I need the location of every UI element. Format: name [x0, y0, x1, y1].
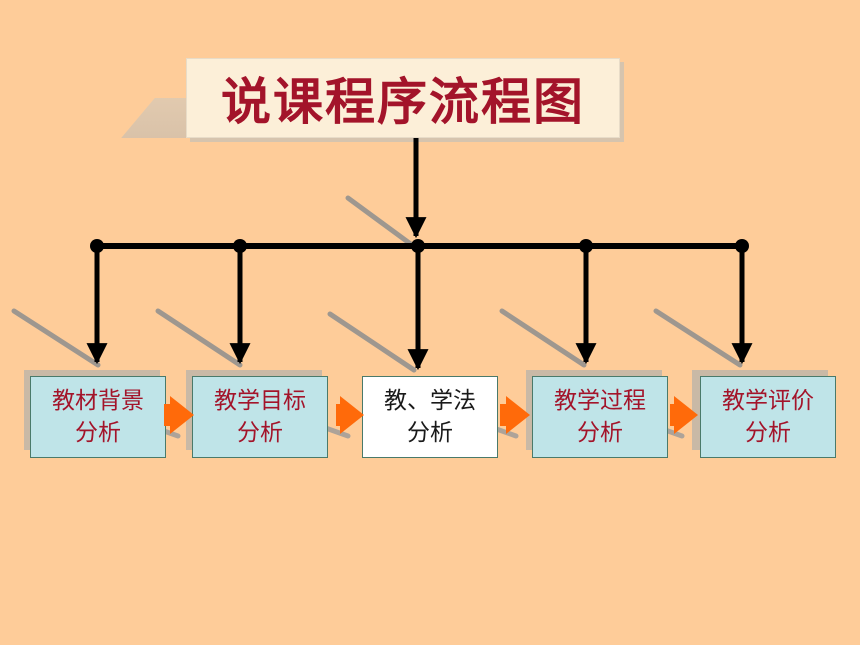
- junction-dot: [233, 239, 247, 253]
- node-label-line2: 分析: [407, 420, 453, 446]
- shadow-stroke: [327, 311, 417, 373]
- node-label-line1: 教学过程: [554, 388, 646, 414]
- node-label-line2: 分析: [745, 420, 791, 446]
- node-teaching-evaluation: 教学评价 分析: [700, 376, 836, 458]
- node-label-line1: 教、学法: [384, 388, 476, 414]
- arrow-right-icon: [500, 404, 508, 426]
- node-teaching-goals: 教学目标 分析: [192, 376, 328, 458]
- junction-dot: [90, 239, 104, 253]
- node-label-line2: 分析: [75, 420, 121, 446]
- arrow-right-icon: [674, 396, 698, 434]
- shadow-stroke: [653, 308, 743, 368]
- node-label-line1: 教学目标: [214, 388, 306, 414]
- shadow-stroke: [11, 308, 101, 368]
- shadow-stroke: [499, 308, 587, 368]
- shadow-stroke: [155, 308, 243, 368]
- shadow-stroke: [345, 195, 415, 248]
- node-material-background: 教材背景 分析: [30, 376, 166, 458]
- node-label-line1: 教学评价: [722, 388, 814, 414]
- junction-dot: [735, 239, 749, 253]
- arrow-right-icon: [506, 396, 530, 434]
- title-box: 说课程序流程图: [186, 58, 620, 138]
- node-label-line2: 分析: [237, 420, 283, 446]
- node-teaching-process: 教学过程 分析: [532, 376, 668, 458]
- arrow-right-icon: [170, 396, 194, 434]
- node-teaching-methods: 教、学法 分析: [362, 376, 498, 458]
- junction-dot: [411, 239, 425, 253]
- junction-dot: [579, 239, 593, 253]
- arrow-right-icon: [340, 396, 364, 434]
- arrow-right-icon: [164, 404, 172, 426]
- node-label-line2: 分析: [577, 420, 623, 446]
- node-label-line1: 教材背景: [52, 388, 144, 414]
- page-title: 说课程序流程图: [221, 72, 585, 131]
